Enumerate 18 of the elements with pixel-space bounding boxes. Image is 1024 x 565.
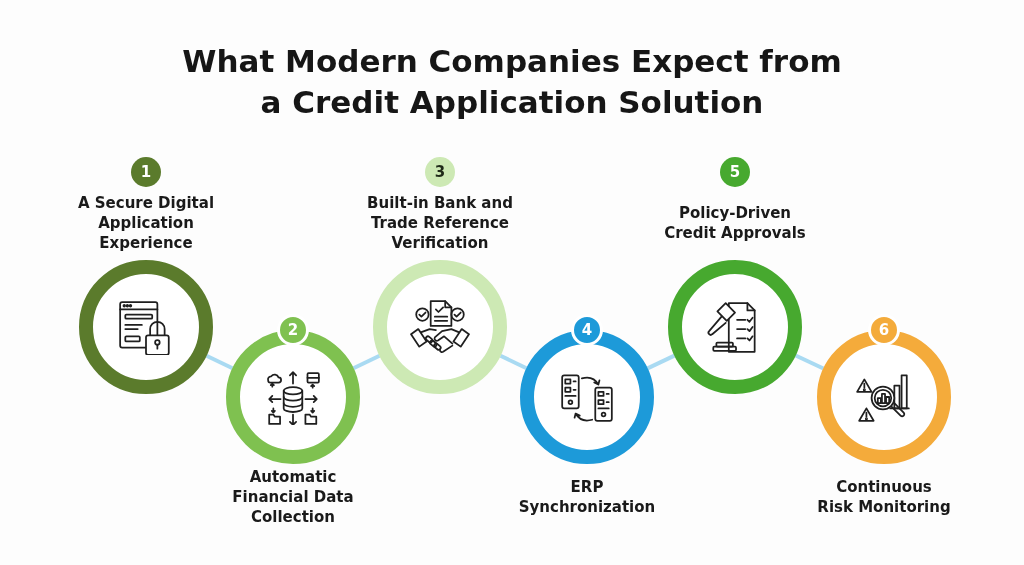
step-number-badge: 4 xyxy=(571,314,603,346)
connector-line xyxy=(205,354,234,370)
diagram-title: What Modern Companies Expect from a Credit Application Solution xyxy=(181,42,843,122)
step-number-badge: 6 xyxy=(868,314,900,346)
step-number-badge: 2 xyxy=(277,314,309,346)
step-title: ERP Synchronization xyxy=(517,477,657,517)
step-number-badge: 1 xyxy=(131,157,161,187)
connector-line xyxy=(646,353,676,371)
connector-line xyxy=(499,354,528,370)
step-title: Continuous Risk Monitoring xyxy=(817,477,951,517)
connector-line xyxy=(352,354,381,370)
step-title: Automatic Financial Data Collection xyxy=(231,467,355,527)
step-number-badge: 5 xyxy=(720,157,750,187)
step-title: Policy-Driven Credit Approvals xyxy=(663,203,807,243)
step-number-badge: 3 xyxy=(425,157,455,187)
step-title: A Secure Digital Application Experience xyxy=(76,193,216,253)
step-title: Built-in Bank and Trade Reference Verification xyxy=(366,193,514,253)
connector-line xyxy=(794,353,825,371)
